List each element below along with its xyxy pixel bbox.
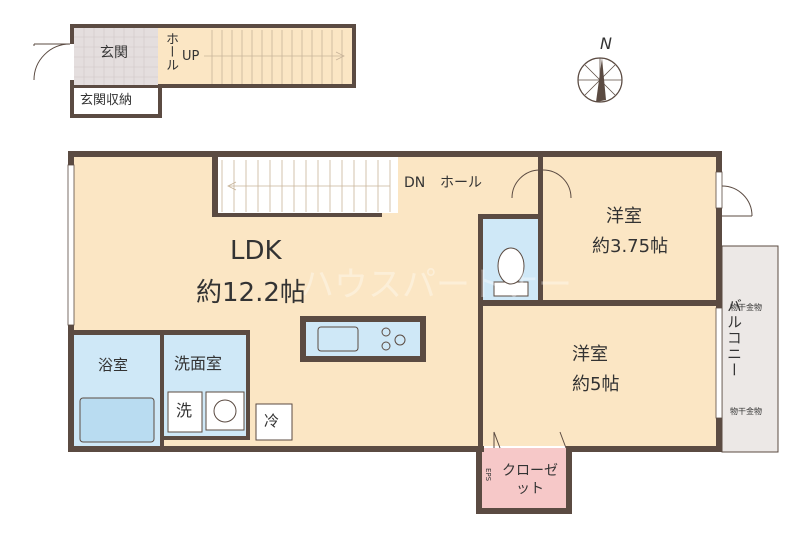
laundry-hanger-top-label: 物干金物	[730, 303, 762, 312]
genkan-storage-label: 玄関収納	[80, 93, 133, 108]
fridge-label: 冷	[264, 412, 280, 430]
genkan-label: 玄関	[100, 45, 128, 61]
toilet-icon	[493, 247, 529, 297]
laundry-hanger-bottom-label: 物干金物	[730, 407, 762, 416]
ldk-size: 約12.2帖	[196, 278, 306, 308]
stairs-up-label: UP	[182, 49, 200, 64]
western1-name: 洋室	[606, 206, 642, 227]
washer-label: 洗	[176, 401, 193, 420]
stairs-down-label: DN	[404, 175, 426, 191]
western1-size: 約3.75帖	[592, 236, 669, 257]
fridge-icon	[255, 403, 293, 441]
closet-floor	[482, 448, 572, 510]
north-label: N	[600, 34, 612, 53]
bath-label: 浴室	[98, 356, 129, 374]
bathtub-icon	[79, 397, 155, 443]
genkan-storage-floor	[74, 88, 158, 114]
western2-size: 約5帖	[572, 374, 620, 395]
basin-icon	[213, 399, 237, 423]
balcony-floor	[721, 245, 779, 453]
eps-label: EPS	[484, 468, 492, 482]
hall-upper-label: ホール	[163, 32, 178, 71]
balcony-label: バルコニー	[725, 298, 743, 378]
western1-floor	[540, 157, 716, 303]
washroom-label: 洗面室	[174, 354, 223, 373]
main-unit	[67, 151, 779, 514]
closet-label: クローゼット	[502, 463, 558, 498]
western2-name: 洋室	[572, 344, 608, 365]
sink-icon	[317, 326, 359, 352]
stove-icon	[381, 327, 406, 351]
western2-floor	[482, 306, 716, 446]
entrance-section	[33, 24, 356, 118]
compass-icon	[577, 57, 623, 103]
washer-icon	[167, 391, 203, 433]
watermark: ハウスパートナー	[300, 265, 572, 305]
hall-main-label: ホール	[440, 175, 482, 191]
ldk-name: LDK	[230, 236, 282, 266]
